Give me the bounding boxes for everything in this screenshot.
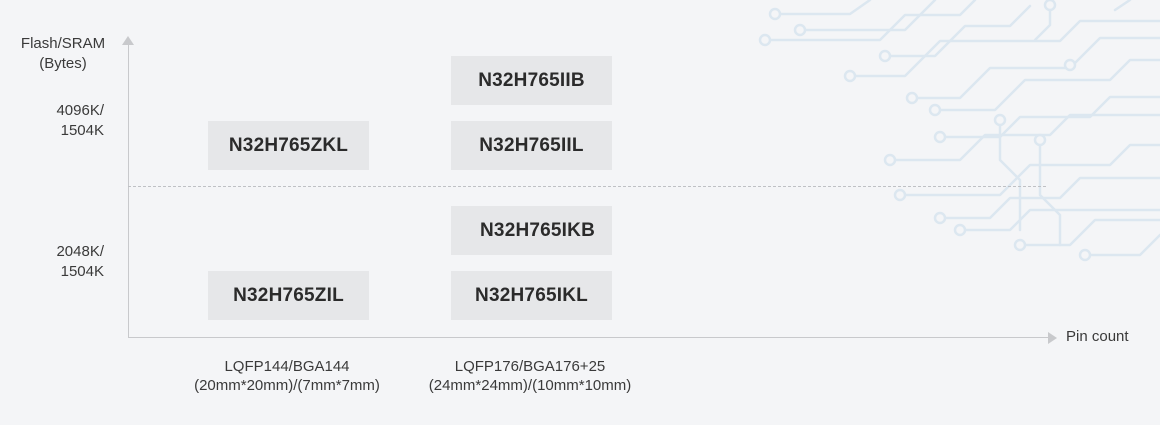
y-tier-label-line2: 1504K	[60, 263, 104, 280]
chip-n32h765zkl[interactable]: N32H765ZKL	[208, 121, 369, 170]
x-package-label-176: LQFP176/BGA176+25 (24mm*24mm)/(10mm*10mm…	[400, 357, 660, 395]
chip-n32h765iil[interactable]: N32H765IIL	[451, 121, 612, 170]
x-axis	[128, 337, 1048, 338]
chip-n32h765zil[interactable]: N32H765ZIL	[208, 271, 369, 320]
tier-divider	[128, 186, 1046, 187]
x-package-label-line1: LQFP144/BGA144	[224, 358, 350, 375]
y-tier-label-4096k: 4096K/ 1504K	[20, 101, 104, 141]
y-tier-label-2048k: 2048K/ 1504K	[20, 242, 104, 282]
x-package-label-line1: LQFP176/BGA176+25	[454, 358, 606, 375]
x-axis-title: Pin count	[1066, 328, 1129, 345]
y-axis-title-line2: (Bytes)	[39, 55, 87, 72]
x-package-label-line2: (24mm*24mm)/(10mm*10mm)	[428, 377, 632, 394]
x-package-label-144: LQFP144/BGA144 (20mm*20mm)/(7mm*7mm)	[157, 357, 417, 395]
x-axis-arrow-icon	[1048, 332, 1057, 344]
y-axis-title: Flash/SRAM (Bytes)	[8, 34, 118, 74]
y-tier-label-line1: 4096K/	[56, 102, 104, 119]
x-package-label-line2: (20mm*20mm)/(7mm*7mm)	[194, 377, 380, 394]
chip-n32h765iib[interactable]: N32H765IIB	[451, 56, 612, 105]
chip-n32h765ikl[interactable]: N32H765IKL	[451, 271, 612, 320]
y-axis	[128, 44, 129, 337]
y-tier-label-line2: 1504K	[60, 122, 104, 139]
chip-n32h765ikb[interactable]: N32H765IKB	[451, 206, 612, 255]
y-axis-title-line1: Flash/SRAM	[20, 35, 106, 52]
y-axis-arrow-icon	[122, 36, 134, 45]
y-tier-label-line1: 2048K/	[56, 243, 104, 260]
